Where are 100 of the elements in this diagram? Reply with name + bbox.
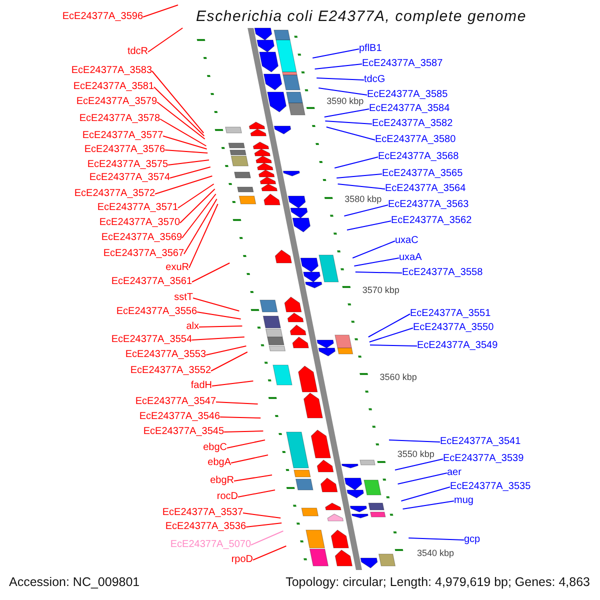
leader-line (154, 176, 213, 194)
gene-label: EcE24377A_3553 (125, 349, 206, 361)
leader-line (154, 86, 205, 136)
genome-summary-label: Topology: circular; Length: 4,979,619 bp; Genes: 4,863 (286, 575, 590, 589)
leader-line (216, 402, 258, 404)
gene-label: EcE24377A_3572 (74, 188, 155, 200)
leader-line (162, 136, 208, 150)
leader-line (180, 188, 216, 224)
leader-line (368, 328, 414, 342)
gene-label: EcE24377A_3581 (73, 81, 154, 93)
leader-line (184, 198, 218, 254)
gene-label: ebgC (203, 442, 227, 454)
gene-label: uxaC (395, 235, 418, 247)
gene-label: EcE24377A_3580 (375, 134, 456, 146)
gene-label: EcE24377A_3565 (382, 168, 463, 180)
gene-label: exuR (166, 262, 189, 274)
leader-line (206, 346, 247, 356)
leader-line (368, 314, 410, 338)
gene-label: ebgA (208, 457, 231, 469)
leader-line (250, 530, 284, 546)
gene-label: EcE24377A_3571 (97, 202, 178, 214)
leader-line (160, 118, 207, 146)
gene-label: gcp (464, 534, 480, 546)
gene-label: EcE24377A_3541 (440, 436, 521, 448)
leader-line (394, 458, 444, 470)
gene-label: EcE24377A_3582 (372, 118, 453, 130)
scale-label: 3550 kbp (397, 450, 434, 458)
gene-label: EcE24377A_3564 (385, 183, 466, 195)
leader-line (354, 272, 402, 274)
gene-label: EcE24377A_3545 (143, 426, 224, 438)
leader-line (388, 440, 440, 442)
leader-line (164, 150, 208, 154)
gene-label: EcE24377A_3576 (84, 144, 165, 156)
gene-label: EcE24377A_3556 (116, 306, 197, 318)
leader-line (220, 416, 262, 418)
scale-label: 3590 kbp (326, 96, 364, 106)
leader-line (324, 120, 372, 124)
leader-line (198, 326, 243, 328)
leader-line (152, 70, 204, 134)
gene-label: rocD (216, 491, 238, 503)
leader-line (156, 102, 206, 140)
leader-line (400, 486, 450, 502)
gene-label: EcE24377A_3584 (369, 103, 450, 115)
gene-label: EcE24377A_3539 (443, 453, 524, 465)
gene-label: EcE24377A_3537 (162, 507, 243, 519)
leader-line (252, 546, 287, 560)
gene-label: EcE24377A_3583 (71, 65, 152, 77)
gene-label: EcE24377A_3546 (139, 411, 220, 423)
gene-label: EcE24377A_3558 (402, 267, 483, 279)
gene-label: EcE24377A_5070 (170, 539, 251, 551)
gene-label: EcE24377A_3547 (135, 396, 216, 408)
leader-line (192, 298, 240, 312)
gene-label: EcE24377A_3569 (101, 232, 182, 244)
leader-line (314, 64, 362, 70)
gene-label: EcE24377A_3579 (76, 96, 157, 108)
gene-label: EcE24377A_3536 (165, 521, 246, 533)
leader-line (142, 4, 178, 18)
title: Escherichia coli E24377A, complete genome (196, 8, 526, 25)
gene-label: uxaA (399, 252, 422, 264)
leader-line (318, 88, 368, 96)
leader-line (226, 440, 266, 448)
gene-label: rpoD (231, 554, 253, 566)
leader-line (196, 312, 242, 320)
leader-line (346, 220, 392, 230)
scale-label: 3560 kbp (380, 372, 417, 382)
gene-label: fadH (190, 380, 212, 392)
gene-label: EcE24377A_3549 (417, 340, 498, 352)
leader-line (230, 454, 268, 464)
gene-label: alx (186, 321, 199, 333)
accession-label: Accession: NC_009801 (9, 575, 140, 589)
gene-label: mug (454, 495, 474, 507)
leader-line (192, 262, 230, 282)
gene-label: EcE24377A_3596 (62, 11, 143, 23)
leader-line (352, 240, 396, 258)
leader-line (326, 126, 376, 140)
leader-line (246, 522, 282, 528)
gene-label: tdcR (127, 46, 148, 58)
gene-label: aer (447, 467, 462, 479)
scale-label: 3540 kbp (417, 548, 454, 558)
gene-label: EcE24377A_3585 (367, 89, 448, 101)
gene-label: EcE24377A_3554 (111, 334, 192, 346)
gene-label: EcE24377A_3577 (82, 130, 163, 142)
scale-label: 3580 kbp (344, 194, 382, 204)
leader-line (178, 184, 214, 208)
gene-label: EcE24377A_3568 (378, 151, 459, 163)
gene-label: EcE24377A_3587 (362, 58, 443, 70)
scale-label: 3570 kbp (362, 286, 400, 294)
leader-line (336, 174, 382, 178)
gene-label: ebgR (210, 475, 234, 487)
gene-label: EcE24377A_3578 (79, 113, 160, 125)
leader-line (168, 160, 210, 166)
leader-line (188, 204, 218, 268)
leader-line (370, 344, 418, 346)
leader-line (192, 336, 245, 340)
leader-line (234, 474, 272, 482)
gene-label: sstT (174, 292, 193, 304)
leader-line (148, 28, 184, 52)
leader-line (316, 78, 364, 80)
leader-line (334, 156, 378, 168)
gene-label: EcE24377A_3561 (111, 276, 192, 288)
